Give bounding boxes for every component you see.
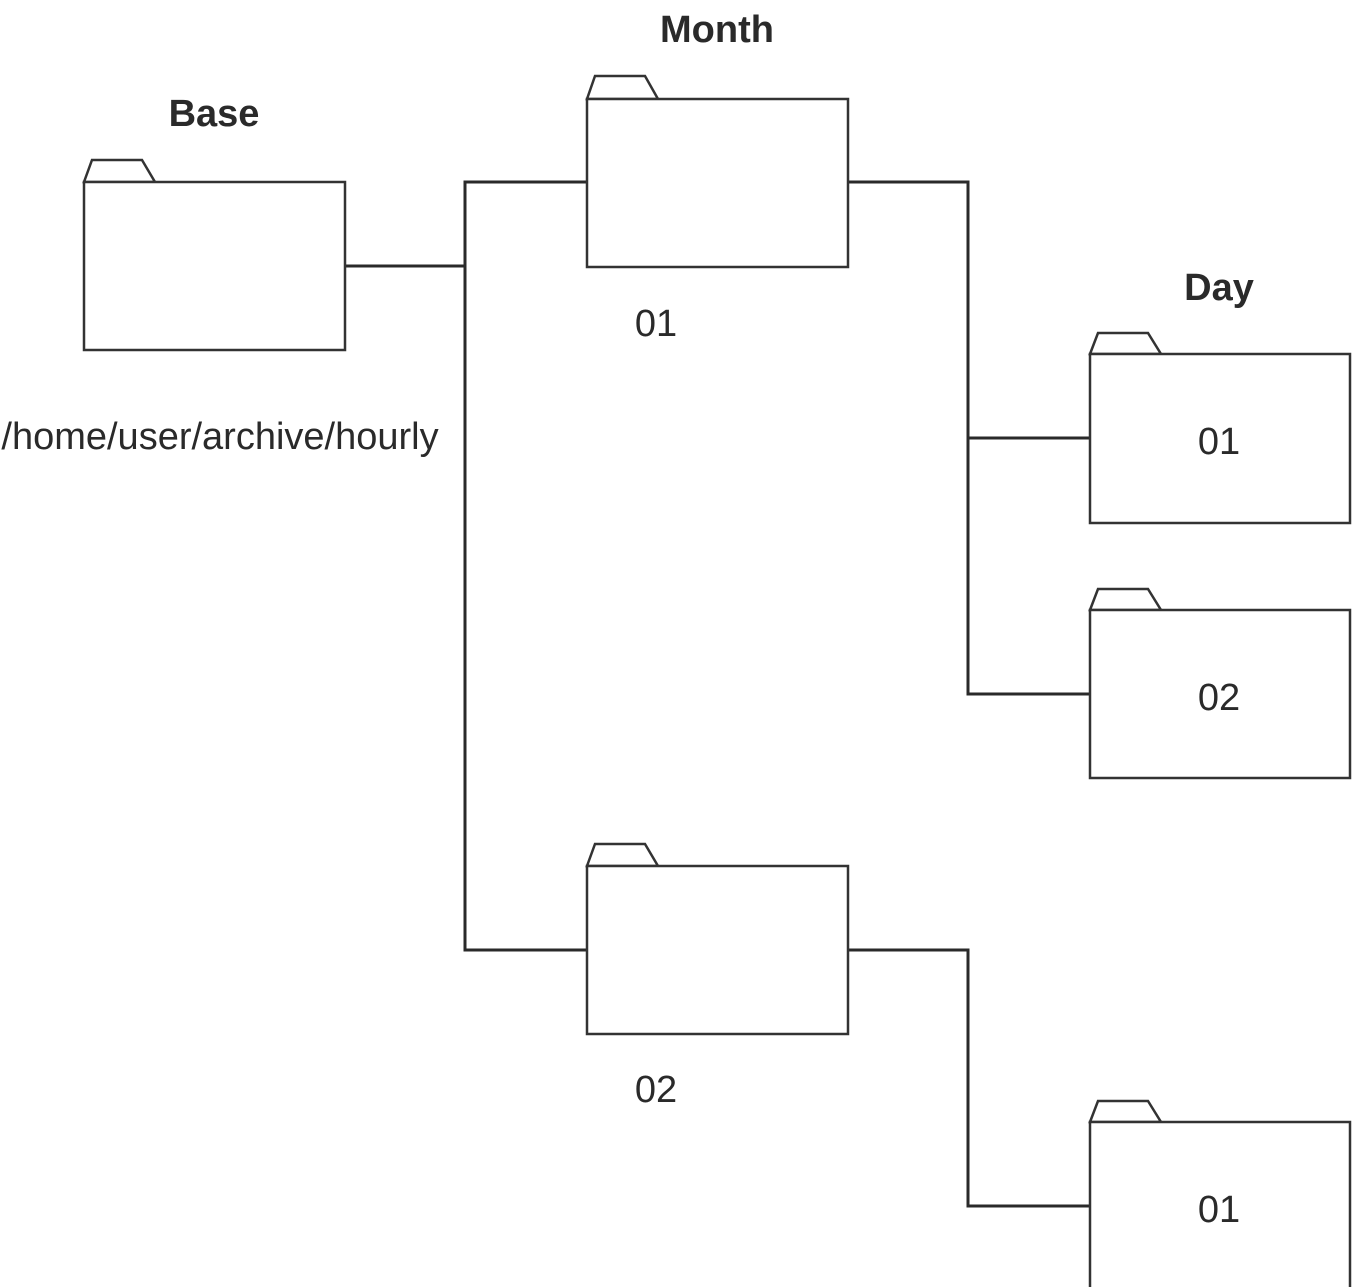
month-02-day-01-label: 01 [1198, 1189, 1240, 1231]
month-01-day-02-label: 02 [1198, 677, 1240, 719]
month-02-folder-icon[interactable] [585, 842, 850, 1036]
heading-month: Month [660, 9, 774, 51]
day-02-folder-icon[interactable] [1088, 587, 1352, 780]
month-01-label: 01 [635, 303, 677, 345]
base-folder-icon[interactable] [82, 158, 347, 352]
base-path-label: /home/user/archive/hourly [1, 416, 438, 458]
connectors [345, 180, 1090, 1208]
connector-month02-days [848, 948, 1090, 1208]
heading-day: Day [1184, 267, 1254, 309]
connector-month-trunk [463, 180, 587, 952]
month-02-day-01-folder-icon[interactable] [1088, 1099, 1352, 1287]
month-01-folder-icon[interactable] [585, 74, 850, 269]
day-01-folder-icon[interactable] [1088, 331, 1352, 525]
heading-base: Base [169, 93, 260, 135]
month-02-label: 02 [635, 1069, 677, 1111]
month-01-day-01-label: 01 [1198, 421, 1240, 463]
